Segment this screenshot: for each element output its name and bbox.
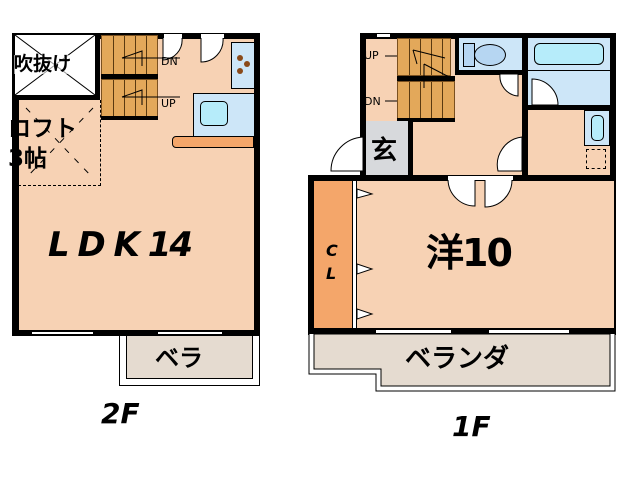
floor2-window-2 [158,331,222,335]
western-room-label: 洋10 [426,231,513,275]
bathtub-room [528,38,610,70]
entrance-label: 玄 [371,136,398,166]
door-swing-icon [496,136,523,172]
closet-door-rail [352,181,357,328]
door-swing-icon [531,78,559,106]
washer-space [586,149,606,169]
void-label: 吹抜け [14,53,72,75]
stair-bottom-wall [101,116,158,120]
floor2-wall-bottom [12,330,260,336]
floor2-wall-right [254,33,260,336]
closet-label-l: L [326,264,337,283]
floor2-stairs-down [101,35,158,75]
toilet-room [455,38,523,75]
entrance-door-icon [330,136,364,172]
door-swing-icon [162,38,224,63]
floor1-wall-upper-left [360,33,366,181]
floor1-stairs-down [397,81,455,119]
floor1-stair-divider [397,76,455,81]
loft-label-line1: ロフト [8,116,77,142]
floor1-balcony-label: ベランダ [405,344,510,374]
floor1-wall-left [308,175,314,335]
floor2-balcony-label: ベラ [155,344,203,372]
floor1-room-door-opening [447,175,514,181]
stove-counter [231,42,254,89]
stair-divider [101,74,158,79]
entrance-wall [408,119,413,179]
washbasin [584,110,610,146]
floor2-wall-left [12,33,19,336]
floor1-door-top [376,33,391,38]
floor2-loft-area [18,100,101,186]
stair-dn-label: DN [161,55,178,68]
loft-label-line2: 3帖 [8,146,48,172]
floor1-wall-bottom [308,328,616,335]
washroom-wall [528,105,612,110]
floor1-stair-bottom-wall [397,118,455,122]
closet-door-icon [357,188,374,320]
closet [314,181,354,328]
door-swing-icon [499,73,519,97]
door-swing-icon [447,180,513,208]
stair-arrow-icon [121,50,180,105]
floor1-wall-top [360,33,616,39]
floor2-label: 2F [101,397,140,430]
stair-arrow-icon [385,49,452,102]
wet-area-wall [522,38,528,178]
sink-counter [193,93,254,136]
floor2-balcony [119,336,260,386]
kitchen-counter-bar [172,136,254,148]
floor2-window-1 [32,331,93,335]
ldk-label: L D K 14 [48,225,193,265]
stair-up-label: UP [161,97,176,110]
floor1-stair-up-label: UP [364,49,379,62]
floor2-stairs-up [101,79,158,117]
entrance [366,121,409,175]
floor1-label: 1F [452,410,491,443]
closet-label-c: C [326,241,338,260]
floor1-balcony [308,334,616,392]
floor1-stair-dn-label: DN [364,95,381,108]
